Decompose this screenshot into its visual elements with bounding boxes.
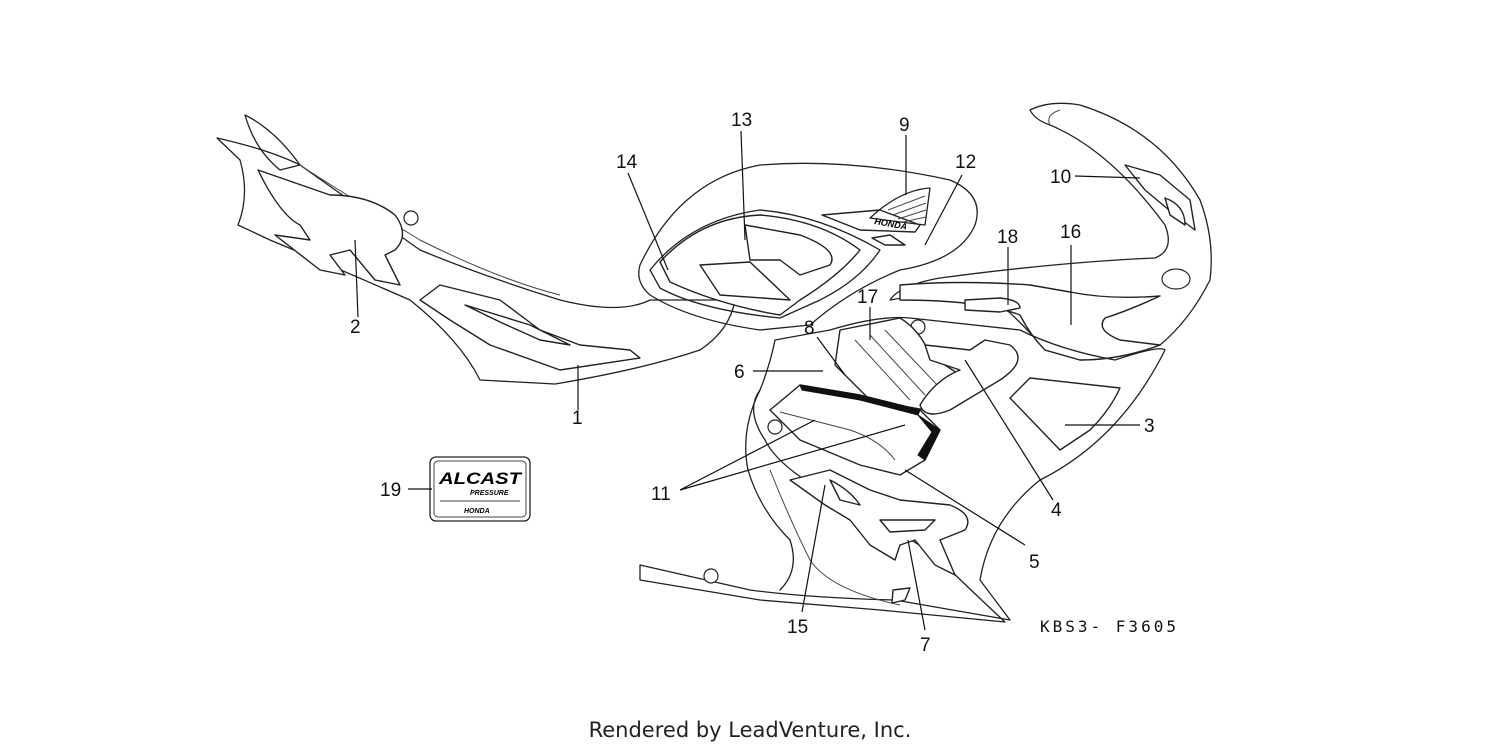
nsr-decal (789, 469, 969, 576)
callout-12[interactable]: 12 (955, 152, 976, 173)
label-brand: ALCAST (438, 469, 523, 488)
callout-15[interactable]: 15 (787, 617, 808, 638)
callout-18[interactable]: 18 (997, 227, 1018, 248)
callout-7[interactable]: 7 (920, 635, 931, 656)
label-line: HONDA (464, 508, 490, 515)
small-decal-18 (964, 297, 1021, 313)
callout-5[interactable]: 5 (1029, 552, 1040, 573)
callout-9[interactable]: 9 (899, 115, 910, 136)
mount-hole (767, 419, 783, 435)
diagram-code: KBS3- F3605 (1040, 617, 1179, 636)
callout-3[interactable]: 3 (1144, 416, 1155, 437)
callout-13[interactable]: 13 (731, 110, 752, 131)
callout-10[interactable]: 10 (1050, 167, 1071, 188)
fuel-tank: HONDA (638, 162, 978, 331)
callout-1[interactable]: 1 (572, 408, 583, 429)
callout-17[interactable]: 17 (857, 287, 878, 308)
upper-cowl (889, 102, 1212, 361)
callout-8[interactable]: 8 (804, 318, 815, 339)
callout-16[interactable]: 16 (1060, 222, 1081, 243)
honda-wing-emblem: HONDA (869, 187, 931, 232)
callout-11[interactable]: 11 (651, 484, 671, 505)
leader-lines (354, 130, 1141, 631)
alcast-label: ALCAST PRESSURE HONDA (429, 456, 531, 522)
callout-2[interactable]: 2 (350, 317, 361, 338)
label-subtitle: PRESSURE (470, 490, 509, 497)
callout-14[interactable]: 14 (616, 152, 638, 173)
callouts: 1 2 3 4 5 6 7 8 9 10 11 12 13 14 15 16 1… (350, 110, 1155, 656)
panel-decal-3 (1009, 377, 1121, 451)
mount-hole (703, 568, 719, 584)
long-decal (919, 339, 1019, 415)
r-decal-left (257, 169, 404, 286)
mount-hole (403, 210, 419, 226)
callout-19[interactable]: 19 (380, 480, 401, 501)
left-side-cowl (216, 114, 736, 385)
callout-4[interactable]: 4 (1051, 500, 1062, 521)
vent-hole (1161, 268, 1191, 290)
footer-credit: Rendered by LeadVenture, Inc. (589, 718, 912, 742)
tank-stripe (821, 209, 921, 233)
middle-lower-cowl (639, 316, 1166, 623)
callout-6[interactable]: 6 (734, 362, 745, 383)
